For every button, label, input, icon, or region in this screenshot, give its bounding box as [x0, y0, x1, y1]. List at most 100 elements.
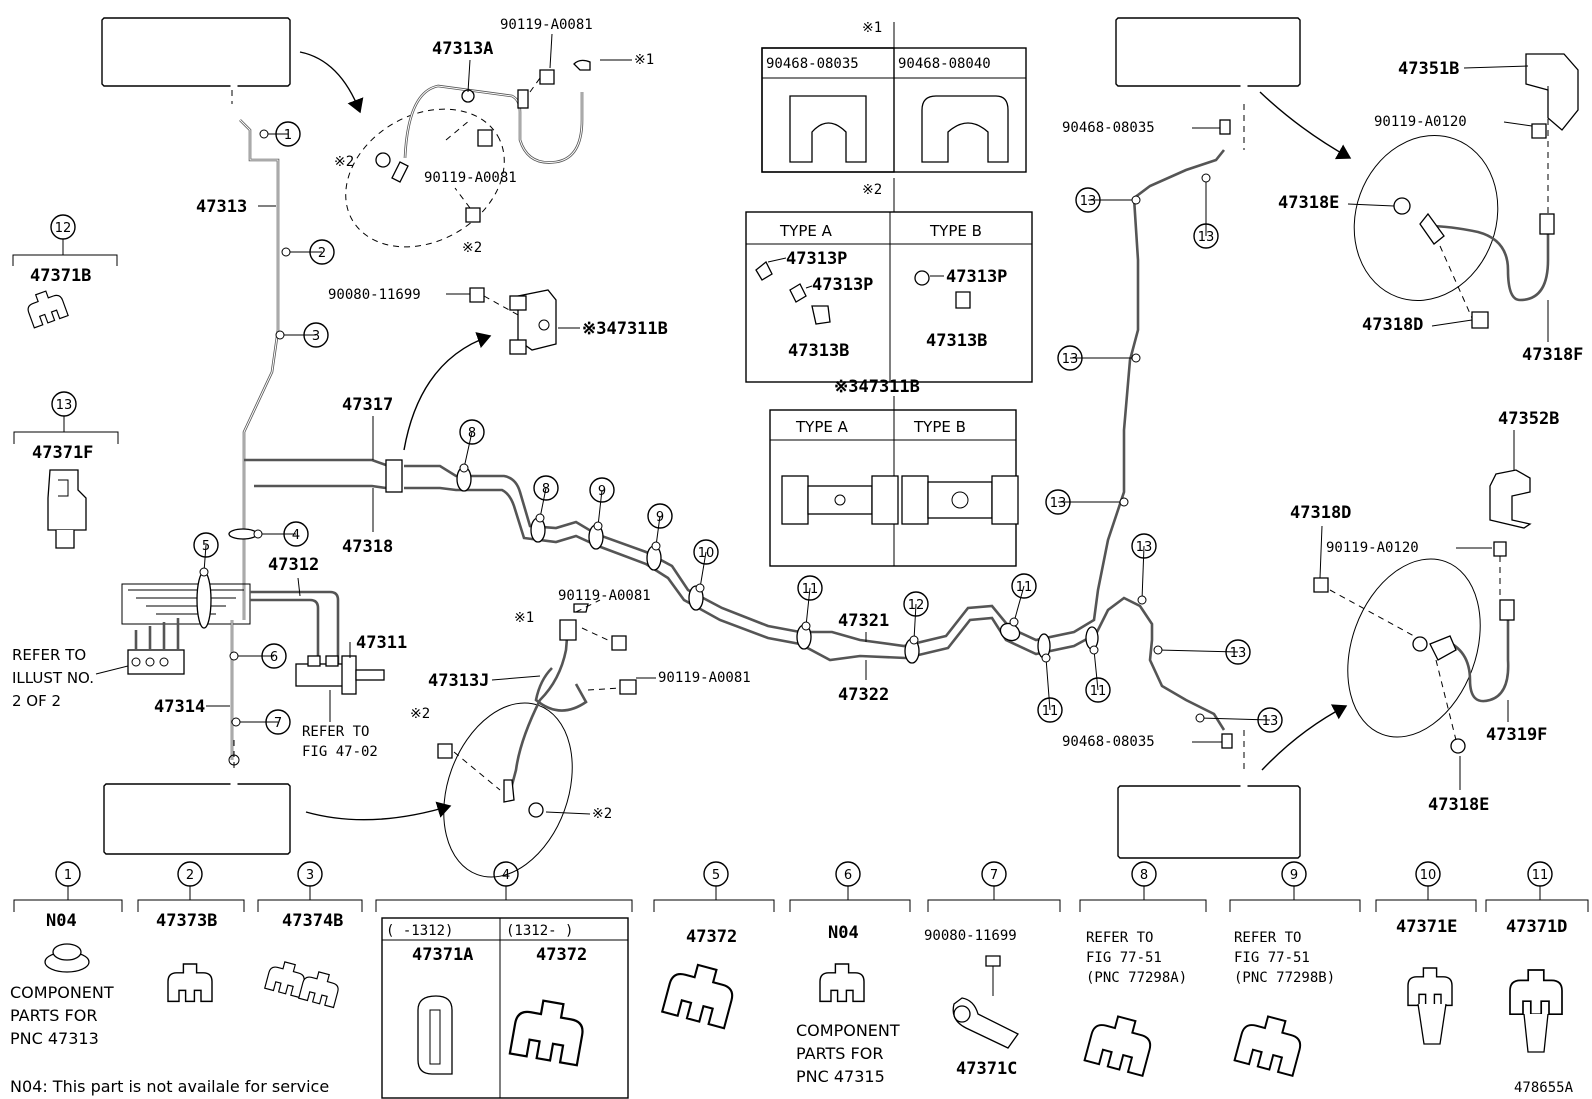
- label-90119-a0120-top: 90119-A0120: [1374, 114, 1467, 130]
- mark-note2-fl-a: ※2: [334, 154, 354, 170]
- front-left-hose-assembly: [375, 59, 591, 223]
- svg-text:13: 13: [1262, 714, 1279, 729]
- front-right-hose-47318f: [1393, 53, 1579, 329]
- front-right-wheel-hint: [1115, 17, 1301, 150]
- svg-text:11: 11: [1532, 868, 1549, 883]
- legend-3: 3 47374B: [257, 861, 363, 1009]
- callout-11: 11: [797, 575, 823, 631]
- svg-text:5: 5: [712, 868, 720, 883]
- pipe-47313: [239, 119, 280, 620]
- detail-ellipse-rr: [1347, 558, 1481, 738]
- flow-arrow-front-right: [1259, 91, 1352, 160]
- legend-6-note-2: PARTS FOR: [796, 1044, 883, 1063]
- legend-6-note-1: COMPONENT: [796, 1021, 900, 1040]
- svg-text:9: 9: [1290, 868, 1298, 883]
- svg-text:10: 10: [698, 546, 715, 561]
- svg-text:※1: ※1: [862, 20, 882, 36]
- svg-text:※2: ※2: [862, 182, 882, 198]
- legend-8: 8 REFER TO FIG 77-51 (PNC 77298A): [1079, 861, 1207, 1077]
- svg-text:12: 12: [55, 221, 72, 236]
- label-47318: 47318: [342, 537, 393, 557]
- detail-ellipse-fl: [345, 108, 505, 248]
- callout-13: 13: [1131, 533, 1157, 605]
- label-90119-a0081-top: 90119-A0081: [500, 17, 593, 33]
- label-47352b: 47352B: [1498, 409, 1559, 429]
- refer-fig-47-2: FIG 47-02: [302, 744, 378, 760]
- note1-table: ※1 90468-08035 90468-08040: [761, 20, 1027, 173]
- mark-note2-rl-b: ※2: [592, 806, 612, 822]
- rear-right-wheel-hint: [1117, 730, 1301, 859]
- label-47318e-bot: 47318E: [1428, 795, 1489, 815]
- callout-6: 6: [229, 643, 287, 669]
- legend-8-note-2: FIG 77-51: [1086, 950, 1162, 966]
- flow-arrow-rear-right: [1261, 704, 1348, 771]
- legend-4: 4 ( -1312) (1312- ) 47371A 47372: [375, 861, 633, 1099]
- note2-a-47313p-1: 47313P: [786, 249, 847, 269]
- svg-text:8: 8: [542, 482, 550, 497]
- svg-text:3: 3: [312, 329, 320, 344]
- label-47313A: 47313A: [432, 39, 493, 59]
- mark-note1-rl: ※1: [514, 610, 534, 626]
- callout-8: 8: [459, 419, 485, 473]
- mark-note2-fl-b: ※2: [462, 240, 482, 256]
- callout-13: 13: [1193, 173, 1219, 249]
- svg-text:1: 1: [284, 128, 292, 143]
- svg-text:※347311B: ※347311B: [834, 377, 920, 397]
- note2-b-47313b: 47313B: [926, 331, 987, 351]
- legend-9: 9 REFER TO FIG 77-51 (PNC 77298B): [1229, 861, 1361, 1077]
- clip-4: [228, 528, 258, 540]
- legend-1-part: N04: [46, 911, 77, 931]
- refer-illust-1: REFER TO: [12, 646, 86, 664]
- svg-text:13: 13: [1198, 230, 1215, 245]
- svg-text:13: 13: [1080, 194, 1097, 209]
- label-47321: 47321: [838, 611, 889, 631]
- legend-4-left-range: ( -1312): [386, 923, 453, 939]
- label-90119-a0081-rl-b: 90119-A0081: [658, 670, 751, 686]
- legend-9-note-3: (PNC 77298B): [1234, 970, 1335, 986]
- legend-4-left-part: 47371A: [412, 945, 473, 965]
- callout-13: 13: [1057, 345, 1141, 371]
- label-90468-08035-top: 90468-08035: [1062, 120, 1155, 136]
- label-90119-a0120-bot: 90119-A0120: [1326, 540, 1419, 556]
- union-47311b: [385, 459, 403, 493]
- callout-12: 12: [903, 591, 929, 645]
- proportioning-valve-47311: [295, 655, 385, 695]
- svg-text:9: 9: [598, 484, 606, 499]
- callout-10: 10: [693, 539, 719, 593]
- legend-5: 5 47372: [653, 861, 775, 1030]
- label-47311: 47311: [356, 633, 407, 653]
- rear-right-bracket-47352b: [1489, 469, 1532, 610]
- detail-ellipse-fr: [1353, 135, 1499, 301]
- detail-ellipse-rl: [443, 702, 573, 878]
- legend-4-right-range: (1312- ): [506, 923, 573, 939]
- label-47318f: 47318F: [1522, 345, 1583, 365]
- callout-11: 11: [1009, 573, 1037, 627]
- callout-11: 11: [1037, 653, 1063, 723]
- flow-arrow-47311b: [403, 332, 492, 451]
- legend-5-part: 47372: [686, 927, 737, 947]
- legend-1-note-1: COMPONENT: [10, 983, 114, 1002]
- legend-1-note-2: PARTS FOR: [10, 1006, 97, 1025]
- pipe-47321-47322: [404, 149, 1226, 731]
- legend-12: 12 47371B: [12, 214, 118, 329]
- svg-text:1: 1: [64, 868, 72, 883]
- svg-text:13: 13: [1050, 496, 1067, 511]
- callout-8: 8: [533, 475, 559, 523]
- label-47317: 47317: [342, 395, 393, 415]
- note1-col-1: 90468-08035: [766, 56, 859, 72]
- svg-text:8: 8: [468, 426, 476, 441]
- label-90119-a0081-rl-a: 90119-A0081: [558, 588, 651, 604]
- legend-2-part: 47373B: [156, 911, 217, 931]
- label-47314: 47314: [154, 697, 205, 717]
- svg-text:9: 9: [656, 510, 664, 525]
- legend-8-note-3: (PNC 77298A): [1086, 970, 1187, 986]
- svg-text:13: 13: [1062, 352, 1079, 367]
- svg-text:13: 13: [56, 398, 73, 413]
- label-47318d-top: 47318D: [1362, 315, 1423, 335]
- callout-13: 13: [1195, 707, 1283, 733]
- note1-col-2: 90468-08040: [898, 56, 991, 72]
- refer-illust-3: 2 OF 2: [12, 692, 61, 710]
- front-left-wheel-hint: [101, 17, 291, 104]
